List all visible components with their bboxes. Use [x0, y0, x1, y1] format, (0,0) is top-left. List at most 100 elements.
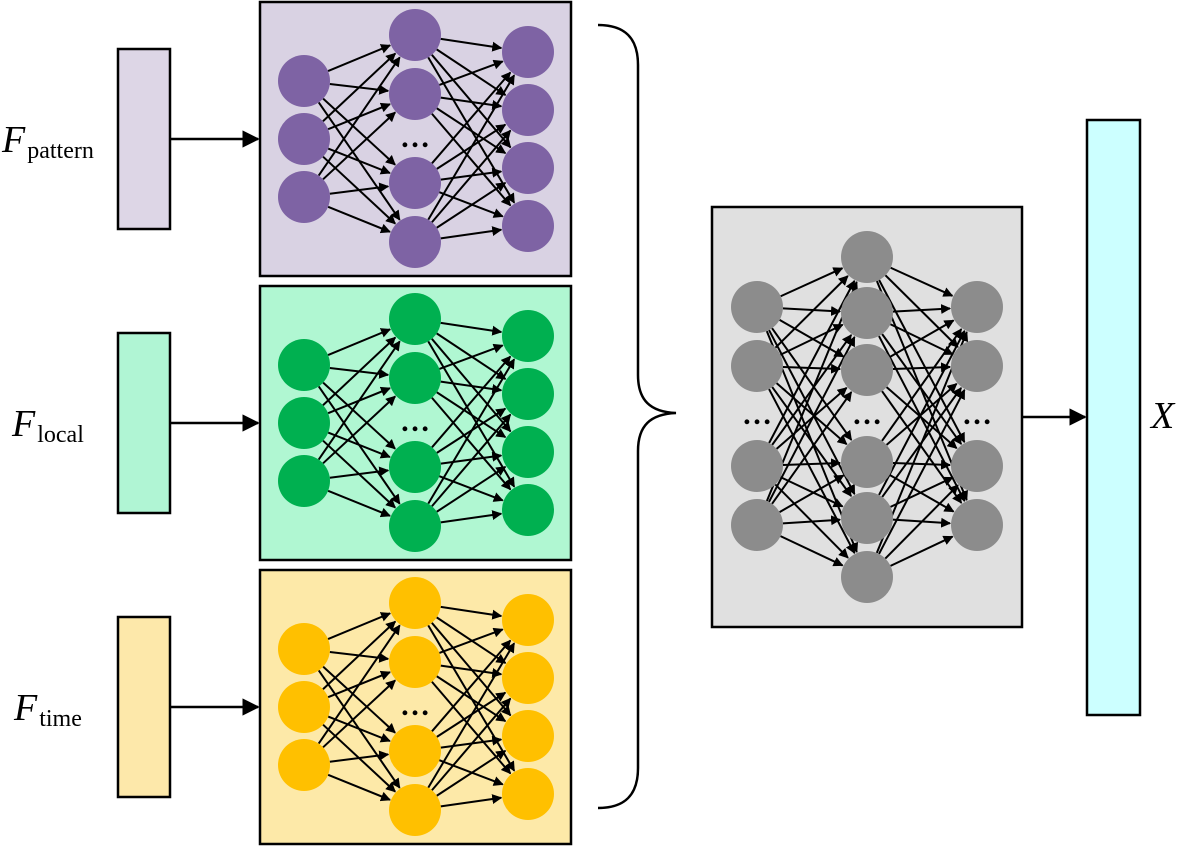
ellipsis-marker: …	[852, 398, 882, 431]
output-label: X	[1149, 395, 1176, 437]
input-bar-time	[116, 615, 172, 799]
neuron-node	[278, 739, 330, 791]
neuron-node	[951, 281, 1003, 333]
neuron-node	[389, 441, 441, 493]
neuron-node	[731, 281, 783, 333]
connection-edge	[322, 395, 396, 465]
connection-edge	[780, 267, 844, 298]
connection-edge	[322, 52, 397, 122]
connection-edge	[782, 458, 842, 469]
neuron-node	[389, 293, 441, 345]
connection-edge	[771, 391, 853, 505]
neuron-node	[841, 231, 893, 283]
neuron-node	[278, 623, 330, 675]
connection-edge	[322, 679, 396, 749]
neuron-node	[731, 440, 783, 492]
neuron-node	[502, 310, 554, 362]
connection-edge	[436, 107, 507, 155]
merge-brace	[597, 23, 677, 810]
connection-edge	[890, 535, 954, 567]
connection-edge	[439, 59, 504, 86]
neuron-node	[278, 339, 330, 391]
neuron-node	[389, 216, 441, 268]
connection-edge	[322, 111, 396, 181]
ellipsis-marker: …	[400, 121, 430, 154]
connection-edge	[440, 794, 503, 808]
neuron-node	[731, 340, 783, 392]
connection-edge	[878, 279, 966, 443]
neuron-node	[389, 636, 441, 688]
connection-edge	[768, 336, 856, 503]
neuron-node	[389, 725, 441, 777]
connection-edge	[322, 620, 397, 690]
connection-edge	[440, 664, 503, 678]
neuron-node	[389, 577, 441, 629]
connection-edge	[892, 362, 952, 373]
connection-edge	[892, 303, 952, 314]
connection-edge	[327, 431, 391, 459]
connection-edge	[881, 328, 963, 442]
connection-edge	[890, 266, 954, 297]
neuron-node	[841, 492, 893, 544]
connection-edge	[440, 37, 503, 52]
connection-edge	[431, 639, 512, 732]
connection-edge	[779, 319, 845, 358]
connection-edge	[317, 56, 401, 177]
connection-edge	[327, 328, 391, 356]
neuron-node	[502, 652, 554, 704]
connection-edge	[329, 182, 390, 195]
connection-edge	[780, 535, 844, 567]
connection-edge	[782, 515, 842, 526]
input-bar-pattern	[116, 47, 172, 231]
connection-edge	[774, 275, 849, 349]
neuron-node	[502, 484, 554, 536]
neuron-node	[951, 340, 1003, 392]
neuron-node	[841, 436, 893, 488]
connection-edge	[317, 340, 401, 461]
neuron-node	[502, 84, 554, 136]
connection-edge	[440, 96, 503, 110]
connection-edge	[327, 715, 391, 743]
connection-edge	[439, 627, 504, 654]
connection-edge	[427, 642, 516, 789]
ellipsis-marker: …	[962, 398, 992, 431]
connection-edge	[322, 336, 397, 406]
neuron-node	[841, 287, 893, 339]
connection-edge	[327, 489, 391, 518]
neuron-node	[502, 768, 554, 820]
neuron-node	[278, 171, 330, 223]
connection-edge	[782, 306, 842, 317]
neuron-node	[389, 352, 441, 404]
input-label-pattern: Fpattern	[1, 119, 94, 164]
ellipsis-marker: …	[400, 405, 430, 438]
connection-edge	[427, 358, 516, 505]
connection-edge	[885, 386, 958, 450]
connection-edge	[436, 749, 507, 797]
neuron-node	[278, 55, 330, 107]
connection-edge	[329, 466, 390, 479]
connection-edge	[878, 330, 966, 496]
neuron-node	[278, 455, 330, 507]
connection-edge	[884, 484, 959, 560]
connection-edge	[327, 147, 391, 175]
connection-edge	[427, 74, 516, 221]
connection-edge	[782, 363, 842, 374]
subnetwork-local: …	[278, 293, 554, 552]
connection-edge	[327, 44, 391, 72]
connection-edge	[884, 274, 959, 348]
connection-edge	[779, 474, 845, 513]
connection-edge	[890, 476, 954, 508]
connection-edge	[771, 327, 853, 441]
neuron-node	[951, 499, 1003, 551]
connection-edge	[780, 476, 844, 508]
subnetwork-time: …	[278, 577, 554, 836]
connection-edge	[327, 612, 391, 640]
neuron-node	[502, 426, 554, 478]
connection-edge	[436, 465, 507, 513]
neuron-node	[951, 440, 1003, 492]
neuron-node	[502, 26, 554, 78]
connection-edge	[440, 380, 503, 394]
neuron-node	[389, 68, 441, 120]
neuron-node	[502, 368, 554, 420]
